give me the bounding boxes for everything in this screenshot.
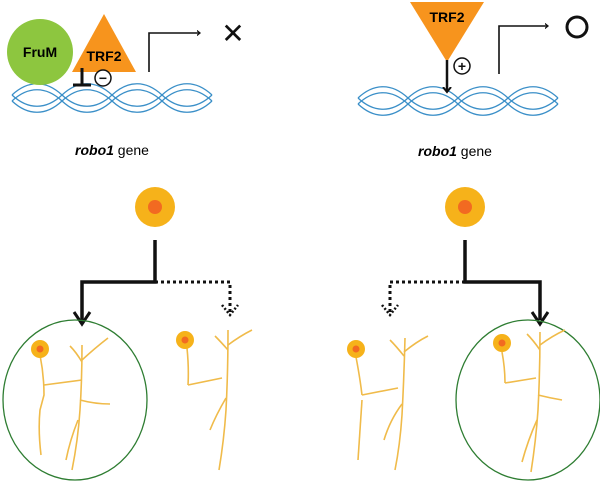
right-neuron-c xyxy=(355,335,429,471)
left-lineage-group xyxy=(2,187,253,481)
right-lineage-group xyxy=(347,187,600,481)
right-trf2-label: TRF2 xyxy=(430,9,465,25)
left-selected-ellipse xyxy=(2,319,148,481)
right-gene-suffix: gene xyxy=(457,143,492,159)
right-neuron-d-nucleus xyxy=(498,339,506,347)
minus-sign: − xyxy=(99,70,107,86)
plus-sign: + xyxy=(458,58,466,74)
left-neuron-b xyxy=(186,329,253,471)
left-neuron-a-nucleus xyxy=(36,345,44,353)
right-solid-branch xyxy=(463,240,542,320)
right-dotted-arrowhead xyxy=(381,304,399,318)
left-precursor-nucleus xyxy=(148,200,162,214)
left-dotted-arrowhead xyxy=(221,304,239,318)
no-expression-symbol: ✕ xyxy=(221,18,244,49)
right-dotted-branch xyxy=(388,280,465,312)
left-neuron-a xyxy=(38,337,111,471)
right-neuron-d xyxy=(501,329,566,473)
left-neuron-b-nucleus xyxy=(181,336,189,344)
right-neuron-c-nucleus xyxy=(352,345,360,353)
right-solid-arrowhead xyxy=(530,311,550,327)
right-trf2-triangle xyxy=(410,2,484,62)
left-solid-branch xyxy=(80,240,157,320)
left-gene-label: robo1 gene xyxy=(75,142,149,158)
fru-protein-circle xyxy=(7,19,73,85)
left-dotted-branch xyxy=(155,280,232,312)
minus-sign-circle xyxy=(94,69,112,87)
plus-sign-circle xyxy=(453,57,471,75)
left-transcription-arrow xyxy=(148,33,200,72)
right-dna-helix xyxy=(357,86,559,116)
right-promoter-group: TRF2 + robo1 gene xyxy=(357,2,589,159)
expression-symbol xyxy=(565,15,589,39)
left-dna-helix xyxy=(11,83,213,113)
left-solid-arrowhead xyxy=(72,311,92,327)
right-selected-ellipse xyxy=(455,319,600,481)
left-trf2-triangle xyxy=(72,14,136,72)
right-gene-label: robo1 gene xyxy=(418,143,492,159)
left-gene-name: robo1 xyxy=(75,142,114,158)
right-gene-name: robo1 xyxy=(418,143,457,159)
left-gene-suffix: gene xyxy=(114,142,149,158)
right-transcription-arrow xyxy=(498,26,548,74)
inhibition-symbol xyxy=(73,68,91,87)
right-precursor-nucleus xyxy=(458,200,472,214)
left-promoter-group: FruM TRF2 − ✕ robo1 gene xyxy=(7,14,245,158)
fru-label: FruM xyxy=(23,44,57,60)
left-trf2-label: TRF2 xyxy=(87,48,122,64)
